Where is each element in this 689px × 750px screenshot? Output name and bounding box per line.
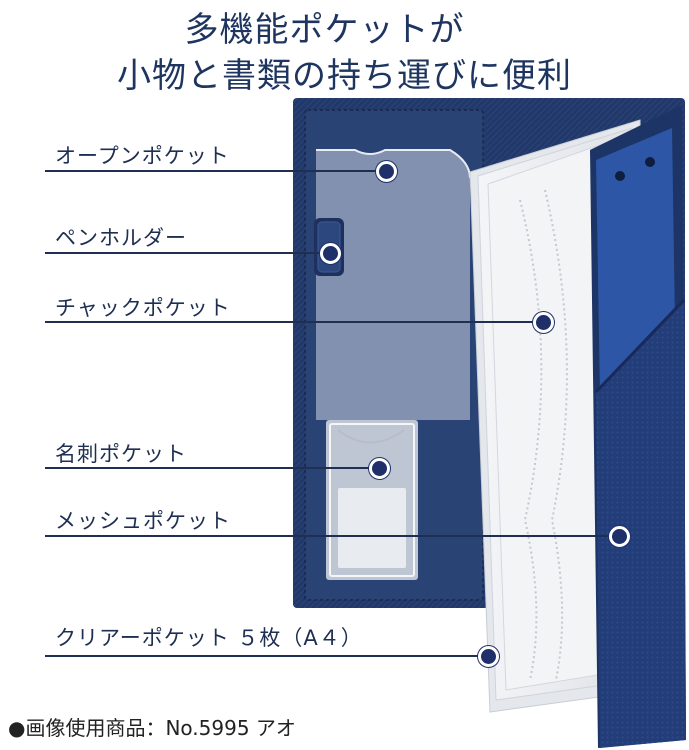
callout-marker-clear-pocket [478,646,499,667]
callout-line-card-pocket [45,467,378,469]
callout-line-open-pocket [45,170,385,172]
callout-label-open-pocket: オープンポケット [55,144,230,168]
product-caption: ●画像使用商品：No.5995 アオ [8,716,296,740]
callout-marker-mesh-pocket [609,526,630,547]
callout-line-mesh-pocket [45,535,620,537]
callout-marker-card-pocket [369,458,390,479]
callout-marker-zip-pocket [533,312,554,333]
callout-line-pen-holder [45,252,330,254]
business-card-pocket [326,420,418,580]
callout-label-zip-pocket: チャックポケット [55,296,231,320]
callout-label-pen-holder: ペンホルダー [55,226,187,250]
callout-label-mesh-pocket: メッシュポケット [55,509,231,533]
callout-label-card-pocket: 名刺ポケット [55,442,187,466]
headline-line1: 多機能ポケットが [184,10,465,50]
headline-line2: 小物と書類の持ち運びに便利 [117,56,572,96]
callout-marker-open-pocket [376,161,397,182]
callout-marker-pen-holder [320,243,341,264]
callout-line-clear-pocket [45,655,487,657]
open-pocket [316,149,471,420]
callout-line-zip-pocket [45,321,542,323]
callout-label-clear-pocket: クリアーポケット ５枚（A４） [55,626,363,650]
right-flap [590,105,686,748]
